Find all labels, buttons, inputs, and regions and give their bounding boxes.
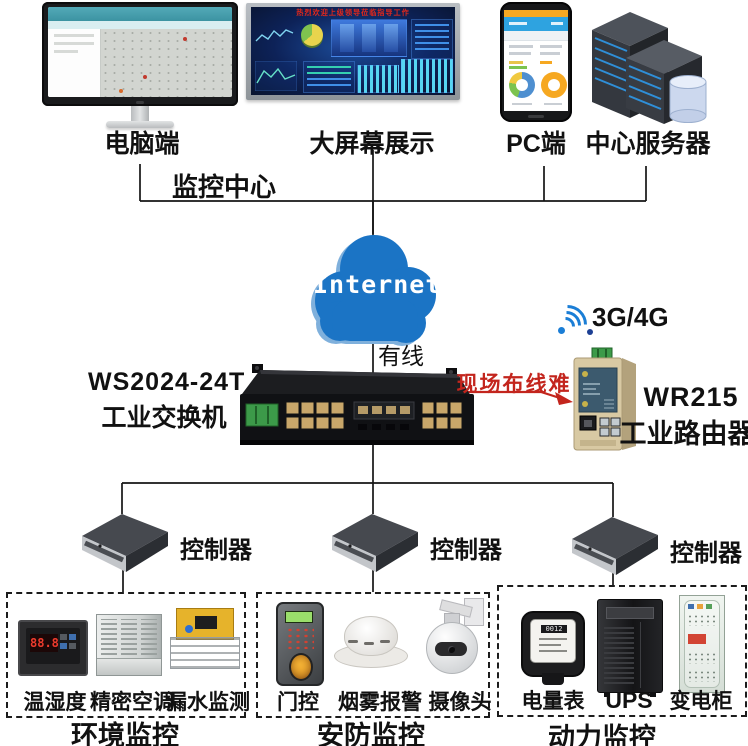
server-label: 中心服务器 [585,130,711,158]
power-item-label: 电量表 [521,690,585,713]
big-screen-icon: 热烈欢迎上级领导莅临指导工作 [246,3,460,100]
power-item-label: 变电柜 [669,690,733,713]
water-leak-monitor-icon [170,608,240,670]
industrial-router-icon [566,346,644,452]
internet-label: Internet [313,270,442,299]
power-group-title: 动力监控 [548,723,656,746]
power-meter-icon: 0012 [521,611,585,685]
switch-name-label: 工业交换机 [101,404,227,432]
env-item-label: 漏水监测 [166,691,250,714]
router-model-label: WR215 [643,382,739,412]
power-group-box: 0012 电量表 UPS 变电柜 [497,585,747,717]
smoke-alarm-icon [334,616,408,668]
env-item-label: 精密空调 [90,691,174,714]
industrial-switch-icon [230,362,478,454]
database-cylinder-icon [669,75,707,123]
wifi-signal-icon [539,296,596,353]
environment-group-box: 88.8 温湿度 精密空调 漏水监测 [6,592,250,718]
security-group-box: 门控 烟雾报警 摄像头 [256,592,492,718]
router-name-label: 工业路由器 [619,419,748,449]
phone-icon [500,2,572,122]
wireless-label: 3G/4G [592,302,669,332]
controller-icon [320,510,428,574]
controller-label: 控制器 [670,540,742,567]
env-item-label: 温湿度 [23,691,87,714]
controller-icon [560,513,668,577]
power-item-label: UPS [605,687,653,713]
camera-icon [422,598,484,682]
big-screen-label: 大屏幕展示 [309,130,435,158]
temp-humidity-device-icon: 88.8 [18,620,88,676]
wiring-difficulty-arrow [457,390,573,405]
sec-item-label: 门控 [277,691,319,714]
security-group-title: 安防监控 [317,721,425,746]
monitoring-center-label: 监控中心 [171,172,276,202]
big-screen-banner: 热烈欢迎上级领导莅临指导工作 [296,8,410,17]
sec-item-label: 摄像头 [428,691,492,714]
server-icon [578,6,718,126]
phone-label: PC端 [506,130,566,158]
controller-label: 控制器 [180,537,252,564]
controller-label: 控制器 [430,537,502,564]
controller-icon [70,510,178,574]
sec-item-label: 烟雾报警 [338,691,422,714]
ups-icon [597,599,663,697]
internet-cloud-icon: Internet [298,224,448,360]
transformer-cabinet-icon [679,595,725,693]
environment-group-title: 环境监控 [71,721,179,746]
wired-label: 有线 [378,344,424,370]
door-access-icon [276,602,324,686]
switch-model-label: WS2024-24T [88,368,246,396]
precision-ac-icon [96,614,162,676]
desktop-monitor-icon [42,2,238,130]
computer-label: 电脑端 [104,130,180,158]
wiring-difficulty-note: 现场布线难 [456,371,572,396]
